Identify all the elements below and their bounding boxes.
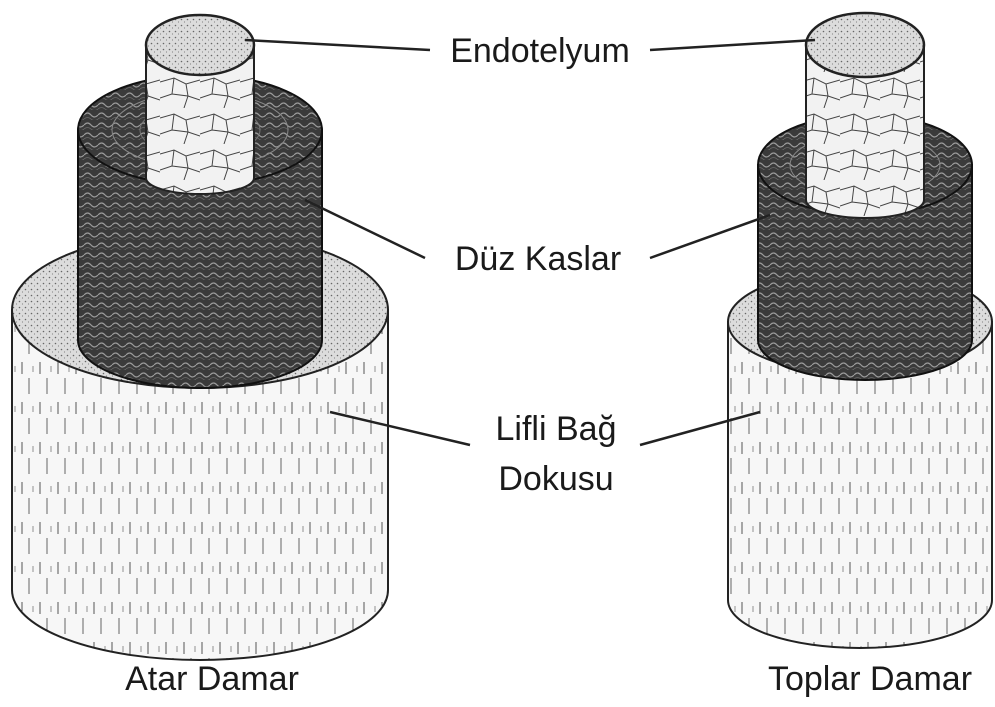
leader-muscle-right — [650, 215, 770, 258]
label-smooth-muscle: Düz Kaslar — [455, 240, 621, 278]
caption-vein: Toplar Damar — [768, 660, 972, 698]
label-connective-tissue-line1: Lifli Bağ — [496, 410, 617, 448]
label-connective-tissue-line2: Dokusu — [498, 460, 613, 498]
artery-illustration — [12, 15, 388, 660]
leader-endothelium-right — [650, 40, 815, 50]
leader-endothelium-left — [245, 40, 430, 50]
artery-endothelium-tube — [146, 15, 254, 194]
vein-illustration — [728, 13, 992, 648]
label-endothelium: Endotelyum — [450, 32, 630, 70]
vein-endothelium-tube — [806, 13, 924, 218]
caption-artery: Atar Damar — [125, 660, 299, 698]
